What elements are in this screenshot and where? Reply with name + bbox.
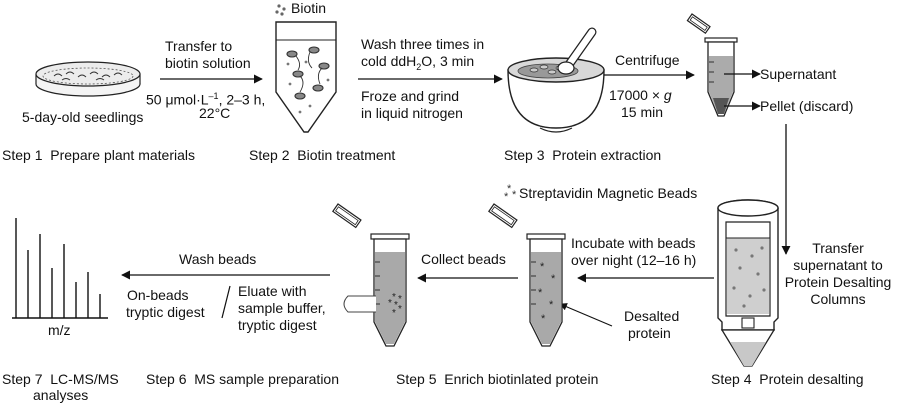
biotin-tube-icon bbox=[275, 21, 337, 133]
eluate-label-3: tryptic digest bbox=[238, 317, 317, 333]
transfer-label-1: Transfer to bbox=[165, 38, 233, 54]
wash-label-2: cold ddH2O, 3 min bbox=[361, 53, 475, 72]
transfer-supernatant-label-1: Transfer bbox=[812, 240, 864, 256]
svg-text:*: * bbox=[398, 294, 402, 305]
step-6-caption: Step 6 MS sample preparation bbox=[146, 371, 340, 387]
svg-text:*: * bbox=[504, 191, 509, 203]
step-3-caption: Step 3 Protein extraction bbox=[504, 147, 662, 163]
onbeads-label-1: On-beads bbox=[127, 287, 189, 303]
transfer-supernatant-label-2: supernatant to bbox=[793, 257, 883, 273]
svg-text:*: * bbox=[398, 304, 402, 315]
eluate-tube-icon: ****** bbox=[332, 203, 410, 347]
froze-label-1: Froze and grind bbox=[361, 88, 460, 104]
transfer-supernatant-label-3: Protein Desalting bbox=[784, 274, 892, 290]
svg-text:*: * bbox=[394, 300, 398, 311]
desalted-label-1: Desalted bbox=[624, 308, 680, 324]
step-2-caption: Step 2 Biotin treatment bbox=[249, 147, 396, 163]
svg-text:*: * bbox=[551, 273, 556, 285]
petri-dish-icon bbox=[35, 61, 141, 97]
svg-text:*: * bbox=[541, 313, 546, 325]
streptavidin-label: Streptavidin Magnetic Beads bbox=[519, 185, 698, 201]
step-4-caption: Step 4 Protein desalting bbox=[711, 371, 864, 387]
divider-slash bbox=[221, 285, 231, 319]
incubate-label-2: over night (12–16 h) bbox=[571, 252, 697, 268]
svg-text:*: * bbox=[507, 183, 512, 195]
svg-text:*: * bbox=[538, 287, 543, 299]
mz-label: m/z bbox=[48, 322, 71, 338]
speed-label: 17000 × g bbox=[609, 87, 672, 103]
eluate-label-2: sample buffer, bbox=[238, 300, 326, 316]
centrifuge-tube-icon bbox=[686, 13, 738, 117]
transfer-supernatant-label-4: Columns bbox=[810, 291, 866, 307]
concentration-label: 50 μmol·L–1, 2–3 h, bbox=[146, 91, 266, 108]
bead-tube-icon: ***** bbox=[488, 203, 566, 347]
biotin-dots-icon bbox=[275, 4, 286, 16]
collect-beads-label: Collect beads bbox=[421, 251, 506, 267]
pellet-label: Pellet (discard) bbox=[760, 98, 854, 114]
svg-text:*: * bbox=[512, 189, 517, 201]
mortar-pestle-icon bbox=[507, 27, 605, 133]
step-5-caption: Step 5 Enrich biotinlated protein bbox=[396, 371, 599, 387]
incubate-label-1: Incubate with beads bbox=[571, 235, 696, 251]
eluate-label-1: Eluate with bbox=[238, 283, 307, 299]
svg-text:*: * bbox=[392, 308, 396, 319]
step-7-caption-line2: analyses bbox=[33, 387, 89, 403]
step-7-caption: Step 7 LC-MS/MS bbox=[2, 371, 119, 387]
supernatant-label: Supernatant bbox=[760, 66, 837, 82]
step-1-caption: Step 1 Prepare plant materials bbox=[2, 147, 196, 163]
wash-beads-label: Wash beads bbox=[179, 251, 257, 267]
svg-text:*: * bbox=[549, 299, 554, 311]
onbeads-label-2: tryptic digest bbox=[126, 304, 205, 320]
desalting-column-icon bbox=[717, 199, 779, 367]
mass-spectrum-icon bbox=[12, 218, 108, 319]
duration-label: 15 min bbox=[621, 104, 664, 120]
wash-label-1: Wash three times in bbox=[361, 36, 485, 52]
seedlings-label: 5-day-old seedlings bbox=[22, 109, 144, 125]
desalted-label-2: protein bbox=[628, 325, 671, 341]
svg-text:*: * bbox=[540, 261, 545, 273]
transfer-label-2: biotin solution bbox=[165, 55, 251, 71]
streptavidin-beads-icon: *** bbox=[504, 183, 517, 203]
biotin-label: Biotin bbox=[291, 0, 327, 16]
centrifuge-label: Centrifuge bbox=[615, 52, 680, 68]
svg-text:*: * bbox=[392, 292, 396, 303]
froze-label-2: in liquid nitrogen bbox=[361, 105, 463, 121]
arrow-desalted-protein bbox=[559, 303, 613, 327]
svg-text:*: * bbox=[388, 298, 392, 309]
temperature-label: 22°C bbox=[199, 105, 231, 121]
